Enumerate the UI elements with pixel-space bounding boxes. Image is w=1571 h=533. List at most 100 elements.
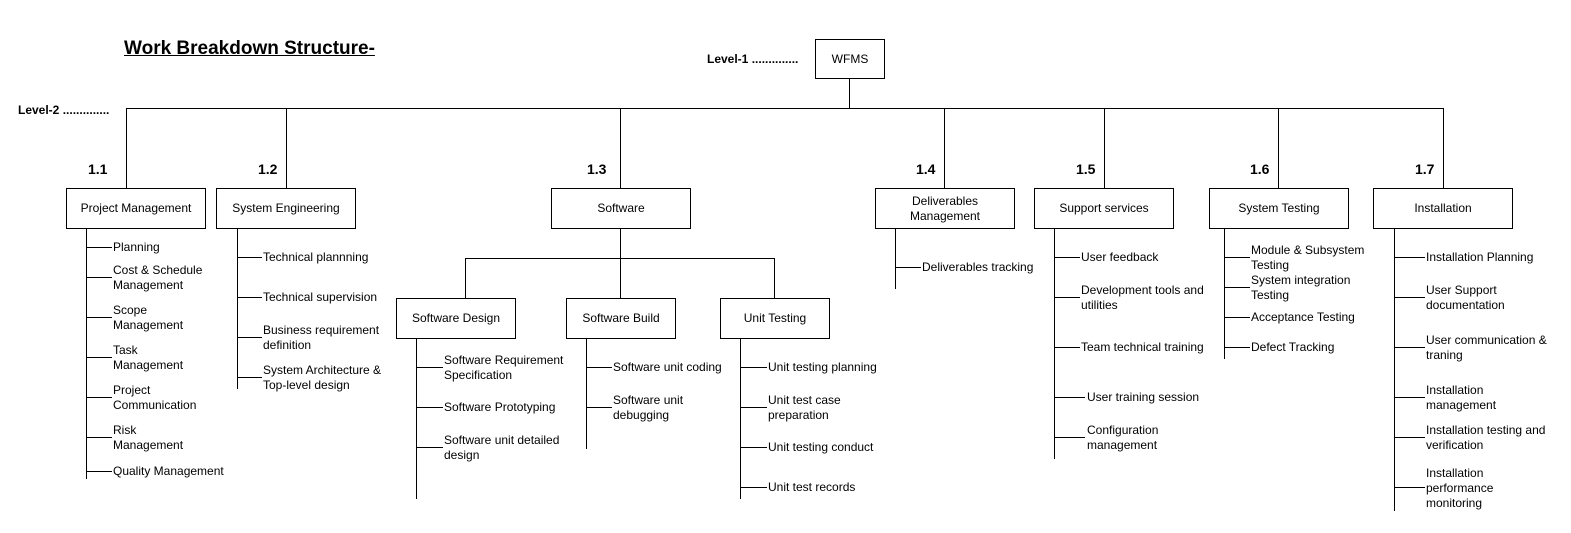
diagram-title: Work Breakdown Structure- (124, 38, 375, 59)
item: Unit test records (768, 480, 856, 494)
item-tick (1224, 317, 1250, 318)
sub-node-software-design: Software Design (396, 298, 516, 339)
item-tick (740, 487, 767, 488)
branch-node-support-services: Support services (1034, 188, 1174, 229)
item: Project Communication (113, 383, 197, 412)
item-tick (740, 447, 767, 448)
item-tick (1054, 257, 1080, 258)
item: Technical plannning (263, 250, 369, 264)
item: Software unit debugging (613, 393, 684, 422)
branch-node-software: Software (551, 188, 691, 229)
item: User feedback (1081, 250, 1159, 264)
branch-connector (620, 108, 621, 188)
branch-node-system-testing: System Testing (1209, 188, 1349, 229)
root-connector (849, 79, 850, 109)
item-tick (1224, 257, 1250, 258)
item-stem (1054, 229, 1055, 459)
item-tick (1224, 287, 1250, 288)
item-tick (1394, 257, 1425, 258)
item-stem (1394, 229, 1395, 511)
branch-connector (126, 108, 127, 188)
item-tick (1394, 397, 1425, 398)
item-tick (86, 247, 112, 248)
item: Planning (113, 240, 160, 254)
item: Installation testing and verification (1426, 423, 1546, 452)
branch-connector (1443, 108, 1444, 188)
root-node: WFMS (815, 39, 885, 79)
level-2-label: Level-2 .............. (18, 103, 110, 117)
sub-node-software-build: Software Build (566, 298, 676, 339)
item-tick (1054, 437, 1085, 438)
sub-node-unit-testing: Unit Testing (720, 298, 830, 339)
branch-connector (1104, 108, 1105, 188)
branch-connector (286, 108, 287, 188)
item-stem (416, 339, 417, 499)
item: Installation performance monitoring (1426, 466, 1494, 510)
item: Configuration management (1087, 423, 1159, 452)
item-tick (1054, 397, 1085, 398)
item-tick (586, 367, 612, 368)
branch-number: 1.5 (1076, 161, 1096, 177)
item-tick (1394, 437, 1425, 438)
branch-number: 1.2 (258, 161, 278, 177)
item: User Support documentation (1426, 283, 1505, 312)
item-tick (1054, 347, 1080, 348)
item-tick (416, 447, 443, 448)
item-stem (586, 339, 587, 449)
item-tick (237, 257, 262, 258)
branch-number: 1.7 (1415, 161, 1435, 177)
item: Software unit coding (613, 360, 722, 374)
item-tick (1394, 347, 1425, 348)
branch-node-project-management: Project Management (66, 188, 206, 229)
item-tick (86, 437, 112, 438)
sub-bus (465, 258, 775, 259)
item-tick (416, 367, 443, 368)
item: System Architecture & Top-level design (263, 363, 382, 392)
item: Cost & Schedule Management (113, 263, 203, 292)
item: Installation Planning (1426, 250, 1534, 264)
item: Technical supervision (263, 290, 378, 304)
item-stem (1224, 229, 1225, 359)
item-tick (86, 317, 112, 318)
item: Quality Management (113, 464, 224, 478)
level-1-label: Level-1 .............. (707, 52, 799, 66)
branch-node-deliverables-management: Deliverables Management (875, 188, 1015, 229)
item-tick (237, 337, 262, 338)
item-stem (895, 229, 896, 289)
item-stem (740, 339, 741, 499)
branch-number: 1.3 (587, 161, 607, 177)
item-tick (1394, 487, 1425, 488)
item-tick (740, 407, 767, 408)
branch-node-system-engineering: System Engineering (216, 188, 356, 229)
item-stem (237, 229, 238, 389)
item-tick (86, 277, 112, 278)
sub-connector (465, 258, 466, 298)
item: Software Prototyping (444, 400, 556, 414)
item: User communication & traning (1426, 333, 1547, 362)
branch-connector (944, 108, 945, 188)
item: Unit testing planning (768, 360, 877, 374)
item-stem (86, 229, 87, 479)
item: Deliverables tracking (922, 260, 1034, 274)
item: User training session (1087, 390, 1200, 404)
item-tick (86, 357, 112, 358)
item: Acceptance Testing (1251, 310, 1355, 324)
item: Installation management (1426, 383, 1497, 412)
item: Software unit detailed design (444, 433, 560, 462)
item: Software Requirement Specification (444, 353, 564, 382)
branch-number: 1.6 (1250, 161, 1270, 177)
item-tick (895, 267, 921, 268)
item: Unit testing conduct (768, 440, 874, 454)
item: Task Management (113, 343, 184, 372)
item: Unit test case preparation (768, 393, 841, 422)
branch-node-installation: Installation (1373, 188, 1513, 229)
item-tick (416, 407, 443, 408)
item: Defect Tracking (1251, 340, 1335, 354)
item-tick (1054, 297, 1080, 298)
item: System integration Testing (1251, 273, 1351, 302)
item: Scope Management (113, 303, 184, 332)
sub-connector (620, 229, 621, 298)
item-tick (237, 297, 262, 298)
sub-connector (774, 258, 775, 298)
